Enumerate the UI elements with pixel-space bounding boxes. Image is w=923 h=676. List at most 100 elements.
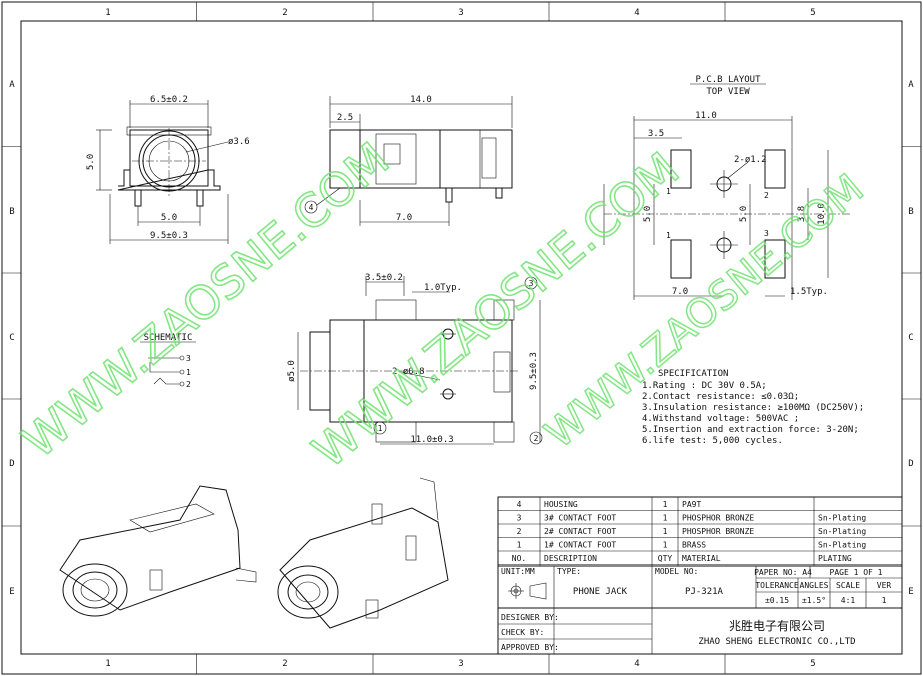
- bom-cell: 1: [663, 514, 668, 523]
- bom-cell: 2: [517, 527, 522, 536]
- spec-item: 4.Withstand voltage: 500VAC ;: [642, 414, 799, 424]
- spec-item: 1.Rating : DC 30V 0.5A;: [642, 381, 767, 391]
- bom-cell: Sn-Plating: [818, 514, 866, 523]
- company-en: ZHAO SHENG ELECTRONIC CO.,LTD: [698, 637, 855, 647]
- spec-item: 5.Insertion and extraction force: 3-20N;: [642, 425, 859, 435]
- tolerance-header: SCALE: [836, 581, 860, 590]
- model-label: MODEL NO:: [655, 567, 698, 576]
- spec-item: 2.Contact resistance: ≤0.03Ω;: [642, 392, 799, 402]
- dim-bottom-d3: ø5.0: [287, 360, 297, 382]
- zone-row-left-b: B: [9, 207, 14, 217]
- zone-row-right-b: B: [908, 207, 913, 217]
- dim-bottom-d5: 9.5±0.3: [529, 352, 539, 390]
- model-value: PJ-321A: [685, 587, 724, 597]
- zone-row-left-a: A: [9, 80, 15, 90]
- zone-col-top-2: 2: [282, 8, 287, 18]
- dim-front-width-top: 6.5±0.2: [150, 95, 188, 105]
- zone-row-left-d: D: [9, 459, 14, 469]
- bom-cell: 1: [517, 541, 522, 550]
- callout-bottom-3: 3: [529, 279, 534, 288]
- bom-cell: 1: [663, 500, 668, 509]
- dim-bottom-d1: 3.5±0.2: [365, 273, 403, 283]
- pcb-subtitle: TOP VIEW: [706, 87, 750, 97]
- callout-bottom-1: 1: [378, 424, 383, 433]
- schematic: SCHEMATIC 3 1 2: [140, 333, 196, 389]
- callout-bottom-2: 2: [534, 434, 539, 443]
- bom-cell: Sn-Plating: [818, 527, 866, 536]
- dim-side-length: 14.0: [410, 95, 432, 105]
- dim-bottom-d6: 11.0±0.3: [410, 435, 453, 445]
- dim-side-pin: 7.0: [396, 213, 412, 223]
- dim-pcb-h2: 5.0: [739, 206, 749, 222]
- page-no: PAGE 1 OF 1: [830, 568, 883, 577]
- bom-header-cell: MATERIAL: [682, 554, 721, 563]
- callout-side: 4: [309, 203, 314, 212]
- bom-cell: BRASS: [682, 541, 706, 550]
- company-cn: 兆胜电子有限公司: [729, 618, 825, 633]
- schematic-pin-1: 1: [186, 368, 191, 377]
- schematic-pin-2: 2: [186, 380, 191, 389]
- dim-side-offset: 2.5: [337, 113, 353, 123]
- bom-cell: 1# CONTACT FOOT: [544, 541, 616, 550]
- schematic-pin-3: 3: [186, 354, 191, 363]
- approved-label: APPROVED BY:: [501, 643, 559, 652]
- dim-pcb-h1: 5.0: [643, 206, 653, 222]
- dim-pcb-pad: 1.5Typ.: [790, 287, 828, 297]
- pcb-title: P.C.B LAYOUT: [695, 75, 761, 85]
- bom-header-cell: DESCRIPTION: [544, 554, 597, 563]
- zone-col-top-4: 4: [634, 8, 639, 18]
- pcb-layout: P.C.B LAYOUT TOP VIEW 11.0 3.5 2-ø1.2 5.…: [603, 75, 850, 300]
- designer-label: DESIGNER BY:: [501, 613, 559, 622]
- bom-cell: Sn-Plating: [818, 541, 866, 550]
- bom-cell: 3# CONTACT FOOT: [544, 514, 616, 523]
- bom-cell: 4: [517, 500, 522, 509]
- zone-col-bottom-4: 4: [634, 659, 639, 669]
- dim-front-width-bottom: 9.5±0.3: [150, 231, 188, 241]
- bottom-view: 3.5±0.2 1.0Typ. ø5.0 2-ø0.8 9.5±0.3 11.0…: [287, 273, 543, 445]
- iso-sketch-right: [277, 477, 449, 629]
- unit-label: UNIT:MM: [501, 567, 535, 576]
- zone-col-top-5: 5: [810, 8, 815, 18]
- bom-cell: PHOSPHOR BRONZE: [682, 514, 754, 523]
- bom-cell: 1: [663, 541, 668, 550]
- iso-sketch-left: [59, 485, 257, 617]
- dim-pcb-width: 11.0: [695, 111, 717, 121]
- tolerance-value: ±1.5°: [802, 596, 826, 605]
- dim-pcb-left: 3.5: [648, 129, 664, 139]
- pad-label-a: 1: [666, 187, 671, 196]
- projection-symbol-icon: [508, 582, 547, 600]
- zone-row-left-e: E: [9, 587, 14, 597]
- tolerance-value: 4:1: [841, 596, 856, 605]
- pad-label-d: 1: [666, 231, 671, 240]
- dim-bottom-d4: 2-ø0.8: [392, 367, 425, 377]
- dim-front-height: 5.0: [86, 154, 96, 170]
- tolerance-value: ±0.15: [765, 596, 789, 605]
- type-label: TYPE:: [557, 567, 581, 576]
- bom-cell: PHOSPHOR BRONZE: [682, 527, 754, 536]
- check-label: CHECK BY:: [501, 628, 544, 637]
- front-view: 6.5±0.2 ø3.6 5.0 5.0 9.5±0.3: [86, 95, 250, 244]
- schematic-title: SCHEMATIC: [144, 333, 193, 343]
- specification: SPECIFICATION 1.Rating : DC 30V 0.5A;2.C…: [642, 369, 864, 446]
- tolerance-value: 1: [882, 596, 887, 605]
- tolerance-header: VER: [877, 581, 892, 590]
- zone-col-bottom-1: 1: [105, 659, 110, 669]
- zone-col-top-1: 1: [105, 8, 110, 18]
- bom-cell: 1: [663, 527, 668, 536]
- dim-pcb-hole: 2-ø1.2: [734, 155, 767, 165]
- bom-header-cell: PLATING: [818, 554, 852, 563]
- type-value: PHONE JACK: [573, 587, 628, 597]
- dim-bottom-d2: 1.0Typ.: [424, 283, 462, 293]
- bom-cell: 3: [517, 514, 522, 523]
- paper-no: PAPER NO: A4: [754, 568, 812, 577]
- bom-header-cell: NO.: [512, 554, 526, 563]
- zone-row-right-c: C: [908, 333, 913, 343]
- side-view: 14.0 2.5 7.0 4: [304, 95, 513, 226]
- zone-row-right-d: D: [908, 459, 913, 469]
- inner-border: [20, 20, 903, 655]
